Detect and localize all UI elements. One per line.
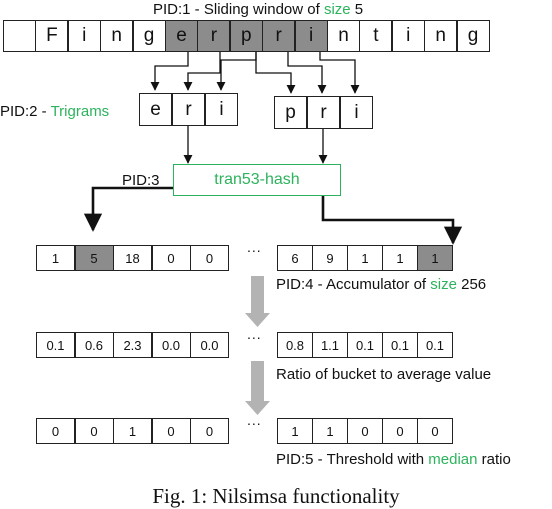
letter-cell: i — [391, 20, 425, 52]
pid3-label: PID:3 — [122, 172, 160, 189]
threshold-cell-right: 0 — [382, 418, 418, 444]
ratio-cell-right: 0.1 — [382, 332, 418, 358]
median-accent: median — [428, 451, 478, 468]
pid5-prefix: PID:5 - — [276, 451, 327, 468]
gray-process-arrows — [245, 276, 270, 415]
ratio-cell-left: 2.3 — [113, 332, 152, 358]
ratio-ellipsis: ... — [247, 326, 262, 342]
arrow-p-to-trigram-left — [216, 52, 257, 91]
letter-cell: i — [67, 20, 101, 52]
accumulator-cell-left: 18 — [113, 245, 152, 271]
accumulator-cell-left: 1 — [36, 245, 75, 271]
accumulator-cell-right: 9 — [312, 245, 348, 271]
trigrams-accent: Trigrams — [50, 103, 110, 120]
letter-cell: n — [424, 20, 458, 52]
accumulator-cell-left: 0 — [151, 245, 191, 271]
gray-arrow-1 — [245, 276, 270, 327]
threshold-cell-right: 0 — [347, 418, 383, 444]
accumulator-ellipsis: ... — [247, 239, 262, 255]
window-size-value: 5 — [350, 1, 364, 18]
threshold-text: Threshold with — [326, 451, 429, 468]
trigram-right-cell: i — [340, 96, 373, 129]
arrow-hash-to-bucket-right — [321, 196, 463, 245]
ratio-cell-right: 0.1 — [347, 332, 383, 358]
trigram-left-cell: e — [139, 93, 172, 126]
pid1-prefix: PID:1 - — [153, 1, 204, 18]
accumulator-cell-left: 0 — [190, 245, 229, 271]
trigram-left-cell: i — [205, 93, 238, 126]
letter-cell: n — [327, 20, 360, 52]
ratio-cell-right: 0.8 — [277, 332, 313, 358]
threshold-cell-right: 0 — [417, 418, 453, 444]
hash-box: tran53-hash — [173, 164, 341, 196]
threshold-cell-left: 1 — [113, 418, 152, 444]
arrow-e-to-trigram — [150, 52, 189, 91]
gray-arrow-2 — [245, 361, 270, 415]
sliding-window-text: Sliding window of — [203, 1, 324, 18]
trigram-right-cell: p — [274, 96, 307, 129]
accumulator-cell-right: 1 — [417, 245, 453, 271]
ratio-cell-left: 0.6 — [74, 332, 114, 358]
threshold-cell-left: 0 — [190, 418, 229, 444]
threshold-tail: ratio — [477, 451, 511, 468]
accumulator-label: PID:4 - Accumulator of size 256 — [276, 276, 486, 293]
arrow-hash-to-bucket-left — [83, 186, 173, 232]
arrow-r-to-trigram-right — [287, 52, 327, 94]
arrow-r-to-trigram — [183, 52, 221, 91]
threshold-cell-right: 1 — [277, 418, 313, 444]
letter-cell-window: e — [165, 20, 198, 52]
threshold-ellipsis: ... — [247, 412, 262, 428]
ratio-cell-left: 0.0 — [190, 332, 229, 358]
arrow-i-to-trigram-right — [319, 52, 360, 94]
threshold-label: PID:5 - Threshold with median ratio — [276, 451, 511, 468]
trigrams-label: PID:2 - Trigrams — [0, 103, 109, 120]
arrow-p-to-trigram-right — [255, 52, 296, 94]
accumulator-size-accent: size — [430, 276, 457, 293]
letter-cell: F — [35, 20, 69, 52]
ratio-cell-left: 0.1 — [36, 332, 75, 358]
trigram-right-cell: r — [307, 96, 340, 129]
accumulator-size-value: 256 — [456, 276, 487, 293]
ratio-cell-right: 1.1 — [312, 332, 348, 358]
size-accent: size — [323, 1, 351, 18]
letter-cell: g — [132, 20, 166, 52]
ratio-cell-right: 0.1 — [417, 332, 453, 358]
letter-cell: n — [100, 20, 134, 52]
pid4-prefix: PID:4 - — [276, 276, 327, 293]
threshold-cell-left: 0 — [74, 418, 114, 444]
accumulator-text: Accumulator of — [326, 276, 431, 293]
trigram-left-cell: r — [172, 93, 205, 126]
ratio-label: Ratio of bucket to average value — [276, 366, 492, 383]
threshold-cell-left: 0 — [151, 418, 191, 444]
pid2-prefix: PID:2 - — [0, 103, 51, 120]
letter-cell: g — [456, 20, 490, 52]
sliding-window-label: PID:1 - Sliding window of size 5 — [153, 1, 363, 18]
